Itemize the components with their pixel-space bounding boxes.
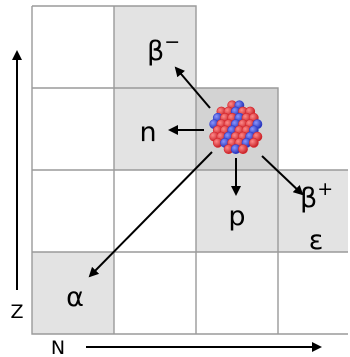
alpha-decay-label: α — [66, 282, 84, 313]
proton-sphere — [238, 144, 248, 154]
beta-plus-superscript: + — [317, 178, 333, 200]
z-axis: Z — [10, 50, 24, 323]
n-axis-label: N — [51, 337, 65, 357]
grid-outline — [31, 5, 348, 335]
beta-minus-arrow — [174, 66, 211, 109]
grid-cell-beta-plus — [278, 170, 348, 252]
electron-capture-label: ε — [309, 225, 324, 256]
z-axis-label: Z — [10, 301, 23, 323]
n-axis: N — [51, 337, 322, 357]
nucleus-icon — [209, 100, 263, 154]
beta-minus-superscript: − — [164, 31, 180, 53]
neutron-emission-label: n — [139, 117, 156, 148]
beta-plus-arrow — [261, 155, 304, 196]
grid-cell — [196, 252, 278, 334]
proton-emission-label: p — [228, 201, 245, 232]
grid-cell — [32, 6, 114, 88]
proton-sphere — [248, 137, 259, 148]
beta-minus-label: β− — [147, 31, 180, 67]
beta-plus-label: β+ — [300, 178, 333, 214]
alpha-decay-arrow — [88, 151, 213, 278]
decay-arrows — [88, 66, 304, 278]
grid-cell — [114, 252, 196, 334]
grid-cell — [278, 252, 348, 334]
grid-cell — [32, 170, 114, 252]
grid-cell — [32, 88, 114, 170]
